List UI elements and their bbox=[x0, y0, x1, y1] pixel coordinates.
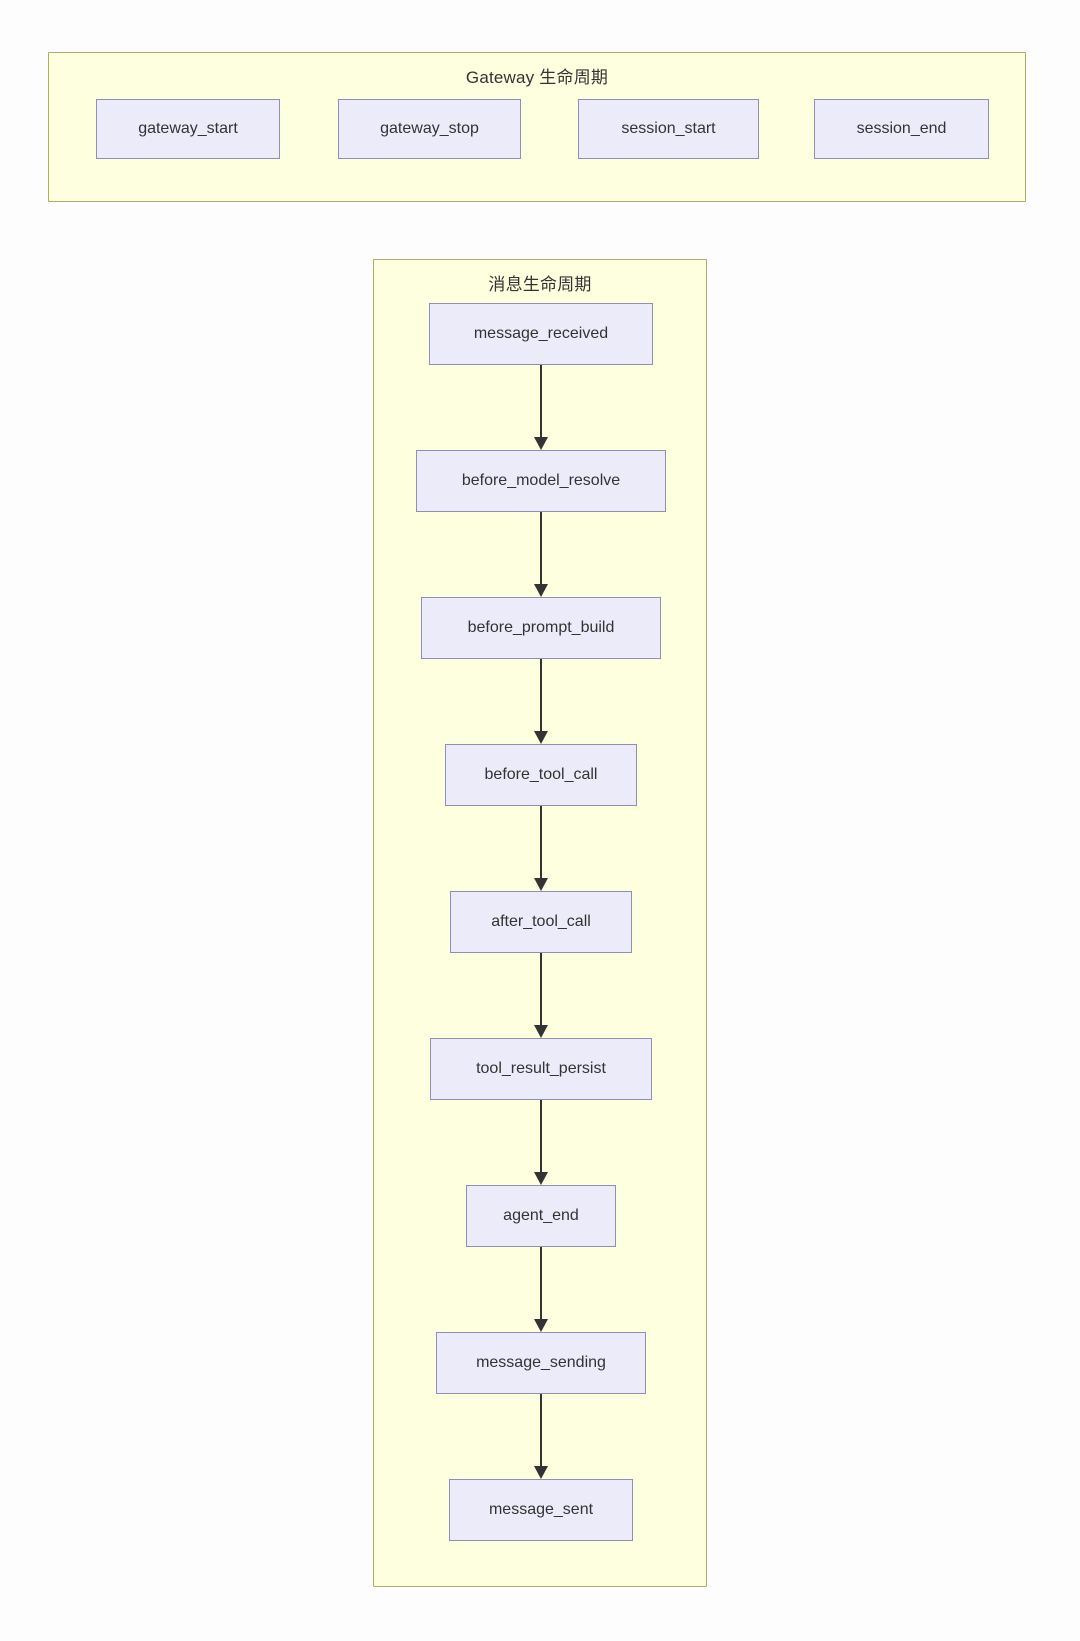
arrow-head-icon bbox=[534, 437, 548, 450]
message-lifecycle-cluster: 消息生命周期 message_received before_model_res… bbox=[373, 259, 707, 1587]
arrow-head-icon bbox=[534, 1172, 548, 1185]
gateway-cluster-title: Gateway 生命周期 bbox=[465, 68, 609, 87]
arrow-before-model-resolve-to-before-prompt-build bbox=[534, 512, 548, 597]
arrow-head-icon bbox=[534, 1319, 548, 1332]
arrow-message-received-to-before-model-resolve bbox=[534, 365, 548, 450]
arrow-tool-result-persist-to-agent-end bbox=[534, 1100, 548, 1185]
node-message-received: message_received bbox=[429, 303, 653, 365]
gateway-lifecycle-cluster: Gateway 生命周期 gateway_start gateway_stop … bbox=[48, 52, 1026, 202]
arrow-line bbox=[540, 512, 542, 585]
node-before-prompt-build: before_prompt_build bbox=[421, 597, 661, 659]
arrow-line bbox=[540, 1247, 542, 1320]
message-cluster-title: 消息生命周期 bbox=[488, 275, 592, 294]
arrow-line bbox=[540, 953, 542, 1026]
arrow-line bbox=[540, 806, 542, 879]
node-agent-end: agent_end bbox=[466, 1185, 616, 1247]
arrow-line bbox=[540, 1100, 542, 1173]
node-gateway-start: gateway_start bbox=[96, 99, 280, 159]
arrow-head-icon bbox=[534, 878, 548, 891]
arrow-head-icon bbox=[534, 731, 548, 744]
arrow-before-tool-call-to-after-tool-call bbox=[534, 806, 548, 891]
arrow-message-sending-to-message-sent bbox=[534, 1394, 548, 1479]
node-before-tool-call: before_tool_call bbox=[445, 744, 637, 806]
node-session-start: session_start bbox=[578, 99, 759, 159]
arrow-head-icon bbox=[534, 584, 548, 597]
node-gateway-stop: gateway_stop bbox=[338, 99, 521, 159]
node-session-end: session_end bbox=[814, 99, 989, 159]
arrow-before-prompt-build-to-before-tool-call bbox=[534, 659, 548, 744]
node-before-model-resolve: before_model_resolve bbox=[416, 450, 666, 512]
arrow-agent-end-to-message-sending bbox=[534, 1247, 548, 1332]
node-tool-result-persist: tool_result_persist bbox=[430, 1038, 652, 1100]
arrow-line bbox=[540, 659, 542, 732]
arrow-after-tool-call-to-tool-result-persist bbox=[534, 953, 548, 1038]
arrow-head-icon bbox=[534, 1466, 548, 1479]
node-message-sending: message_sending bbox=[436, 1332, 646, 1394]
arrow-line bbox=[540, 365, 542, 438]
arrow-head-icon bbox=[534, 1025, 548, 1038]
arrow-line bbox=[540, 1394, 542, 1467]
node-message-sent: message_sent bbox=[449, 1479, 633, 1541]
node-after-tool-call: after_tool_call bbox=[450, 891, 632, 953]
